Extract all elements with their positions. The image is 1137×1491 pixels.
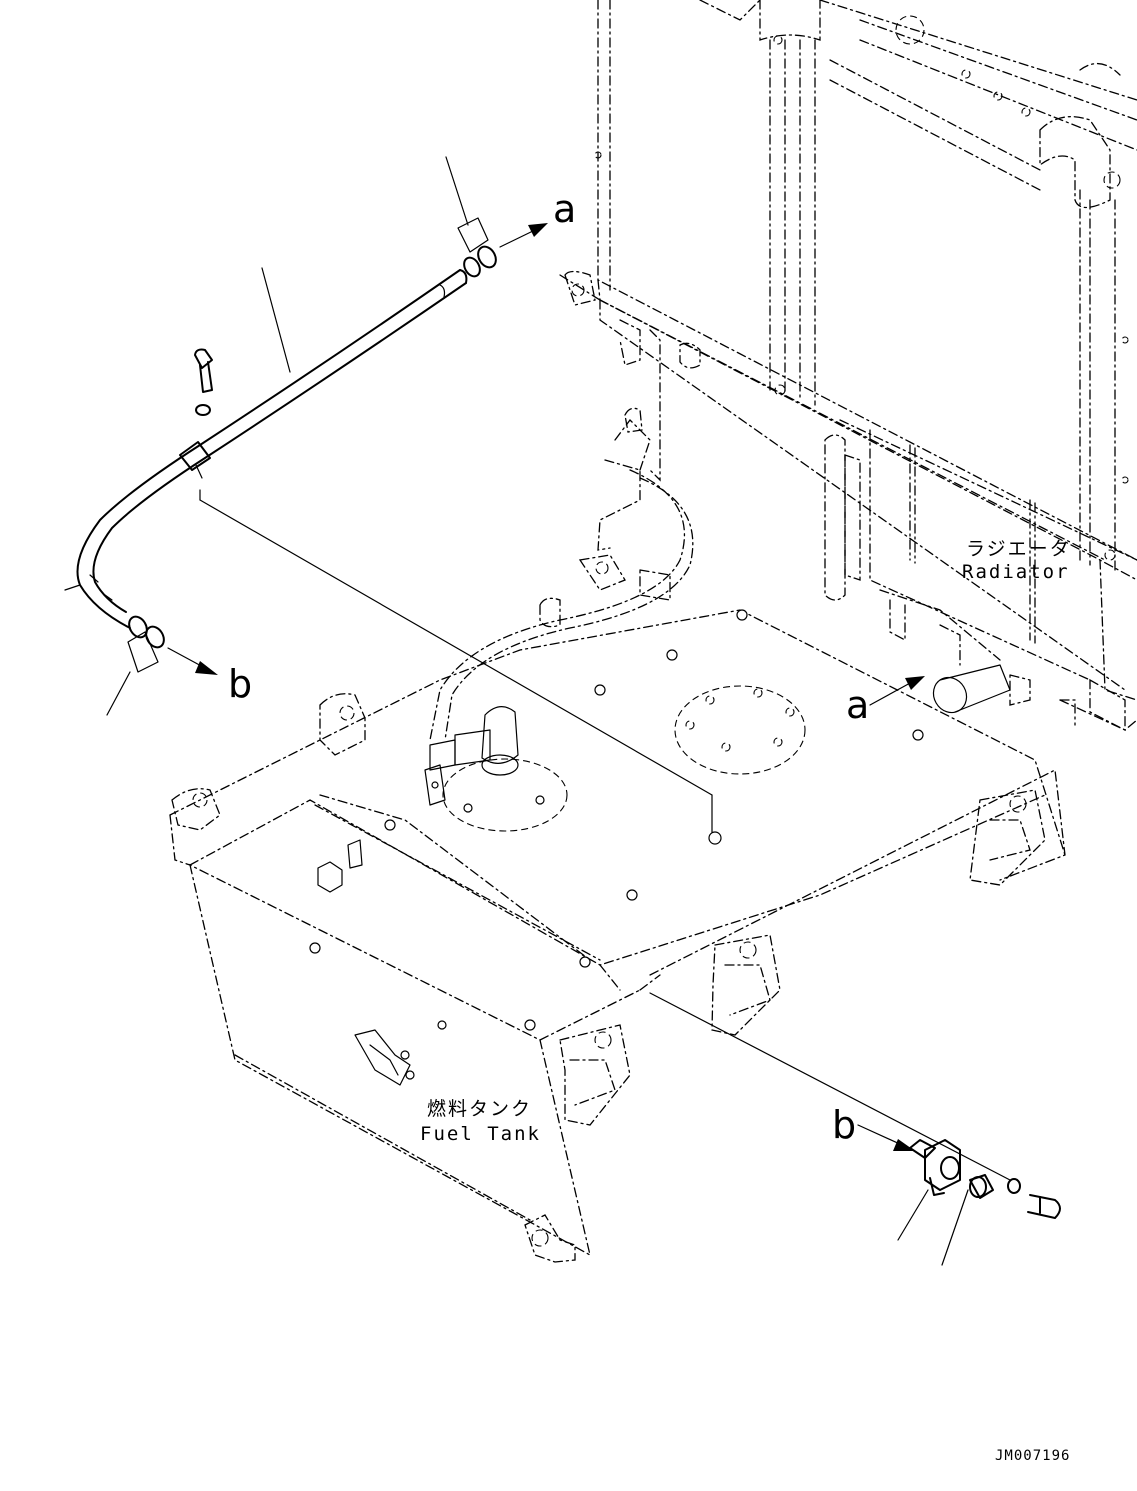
fuel-tank <box>169 554 1066 1263</box>
clamp-bolt <box>194 348 213 416</box>
fuel-tank-label-jp: 燃料タンク <box>427 1098 532 1120</box>
radiator-label-en: Radiator <box>962 561 1070 583</box>
drain-valve-assembly <box>909 1139 1061 1219</box>
hose-clamp-b <box>127 615 165 673</box>
arrow-a-label-top: a <box>553 187 576 231</box>
arrow-a-label-right: a <box>846 683 869 727</box>
hose <box>64 269 468 629</box>
arrows <box>167 223 925 1151</box>
radiator-outlet-pipe <box>879 589 1076 726</box>
arrow-b-label-bottom: b <box>832 1103 856 1147</box>
overflow-hose-phantom <box>429 407 694 741</box>
hose-clamp-a <box>457 217 497 278</box>
arrow-b-label-left: b <box>228 662 252 706</box>
fuel-tank-label-en: Fuel Tank <box>420 1123 541 1145</box>
radiator-assembly <box>559 0 1137 732</box>
leader-lines <box>106 156 1011 1266</box>
drawing-code: JM007196 <box>995 1448 1070 1464</box>
radiator-label-jp: ラジエータ <box>966 538 1071 560</box>
